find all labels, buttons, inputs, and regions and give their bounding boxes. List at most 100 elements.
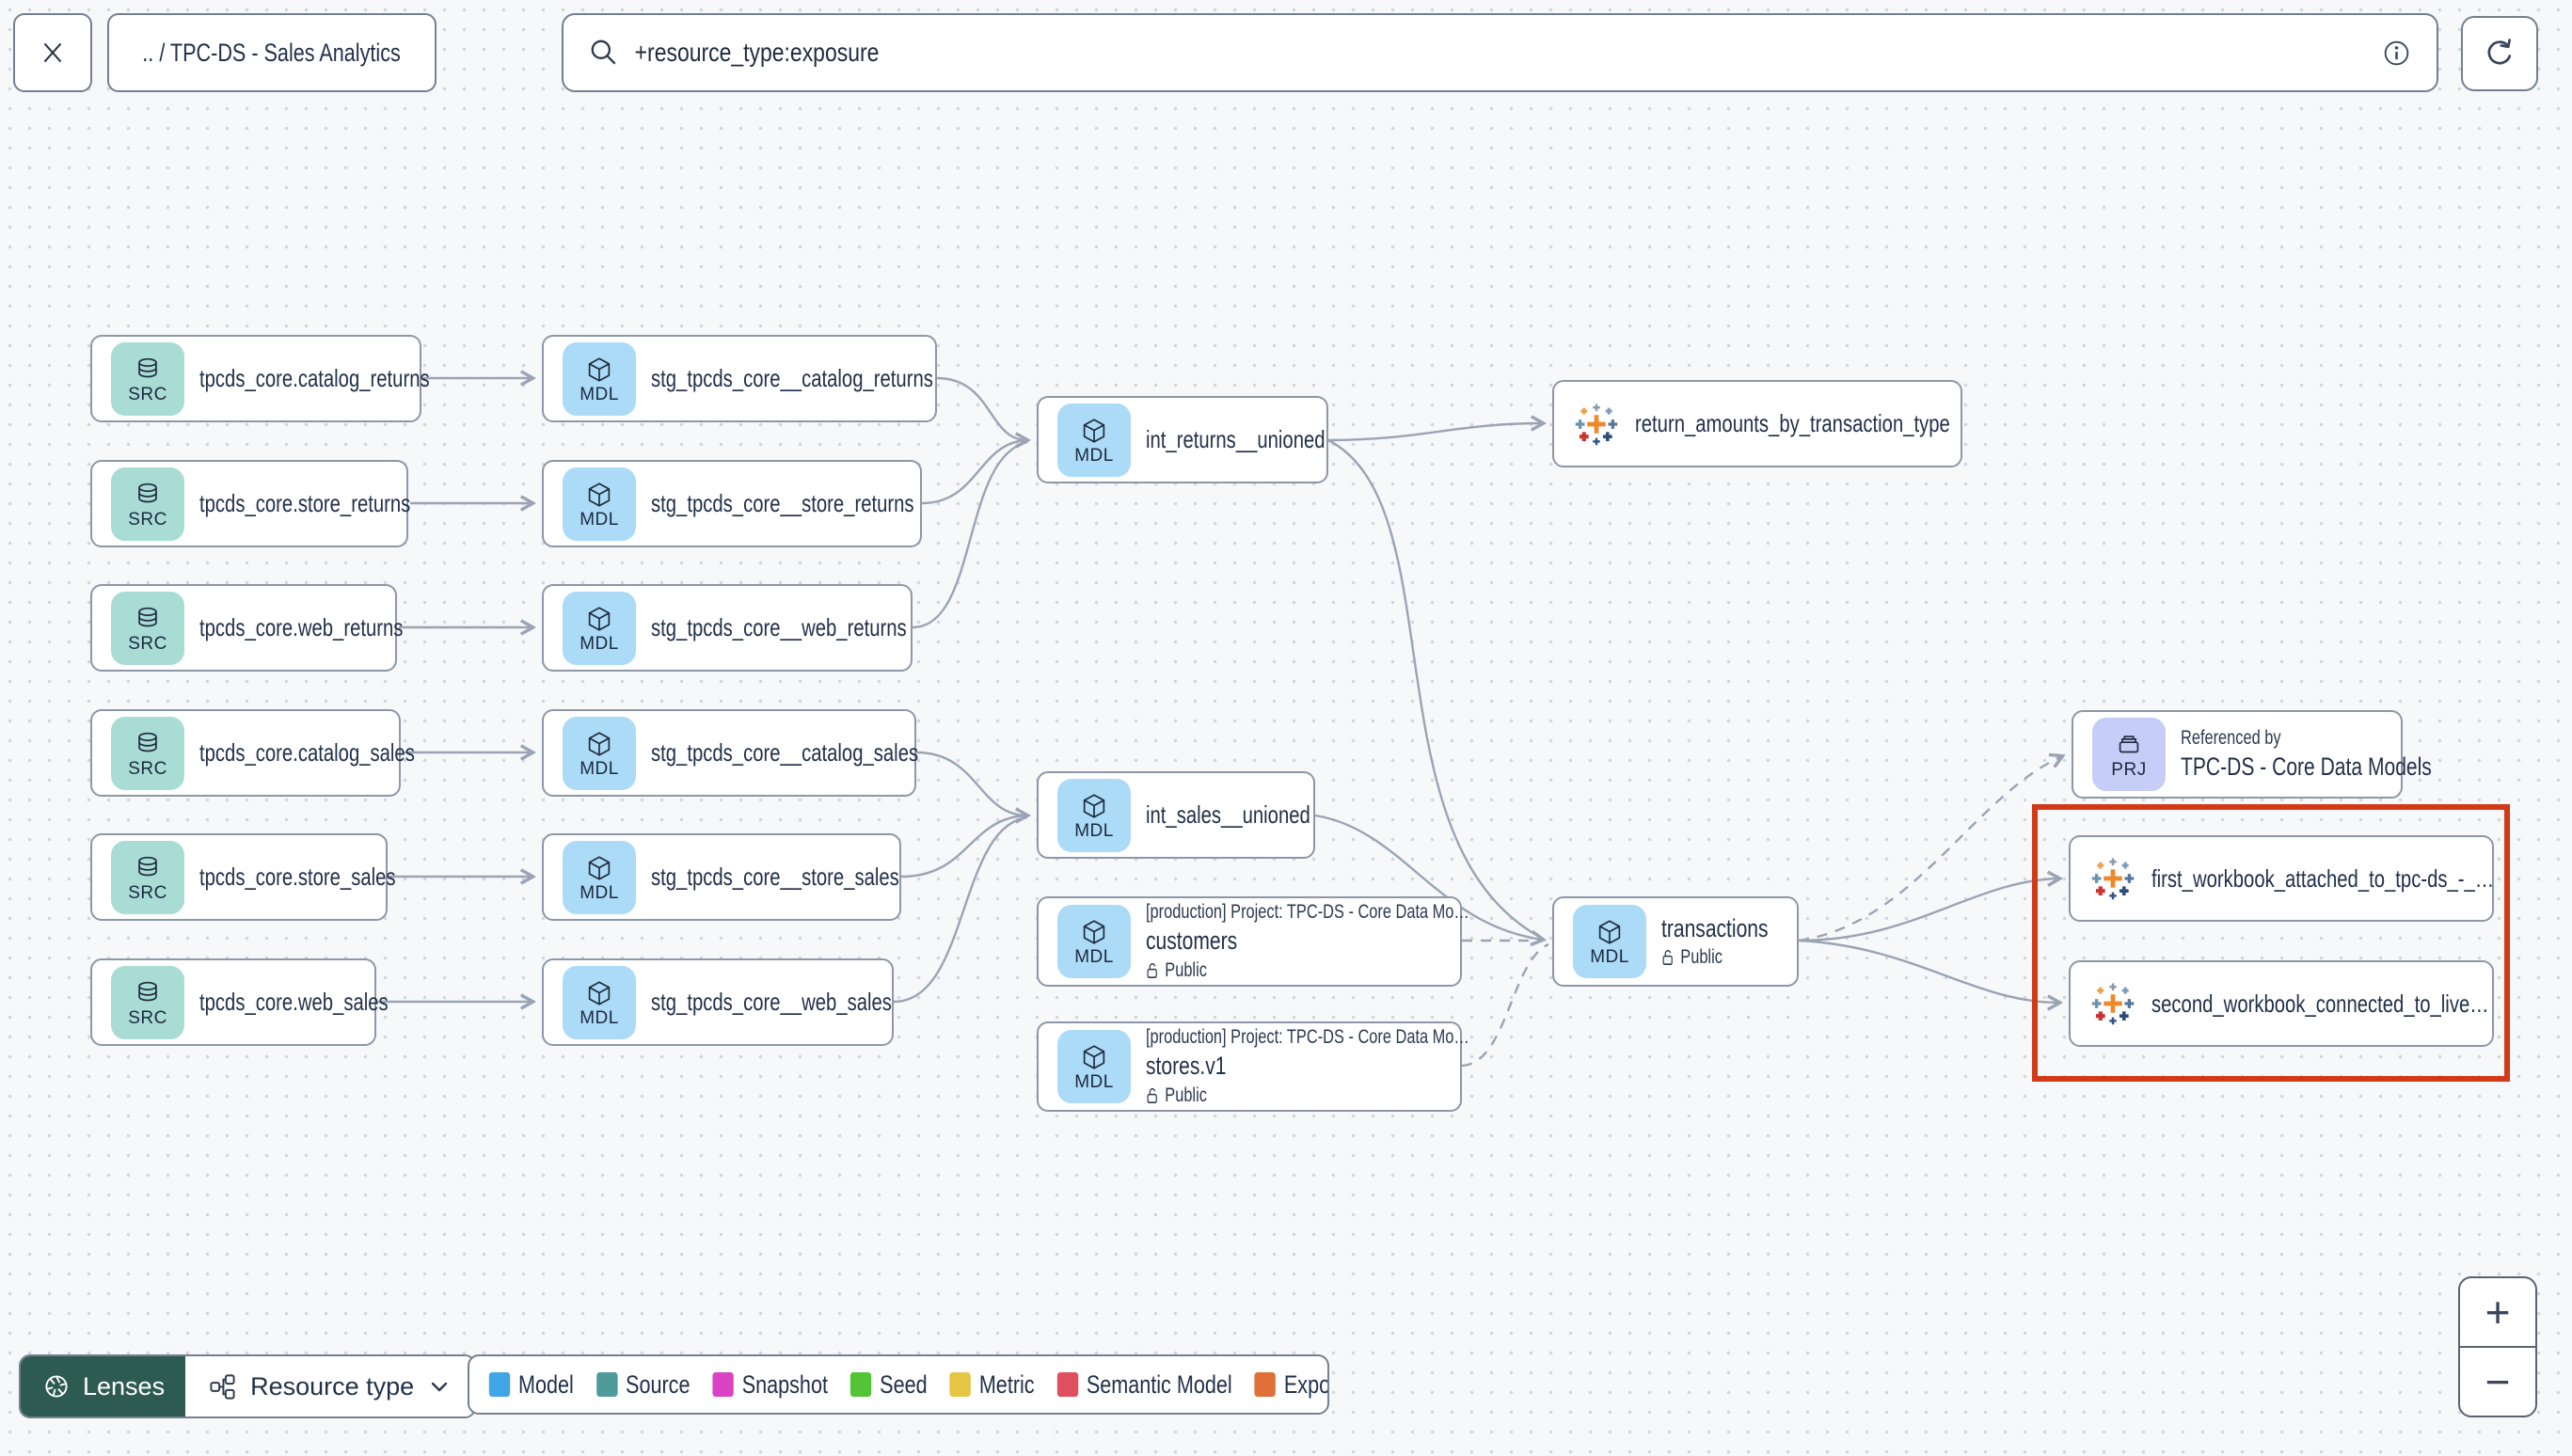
legend-item-metric: Metric [949,1370,1035,1400]
node-label: stores.v1 [1146,1052,1227,1081]
node-label: int_sales__unioned [1146,800,1310,829]
node-label: stg_tpcds_core__web_sales [651,988,892,1016]
resource-type-icon [210,1373,235,1400]
legend-item-snapshot: Snapshot [712,1370,828,1400]
node-tpcds_core-catalog_sales[interactable]: SRC tpcds_core.catalog_sales [90,709,415,797]
model-icon: MDL [1057,403,1131,477]
edge [1314,814,1543,940]
model-icon: MDL [563,965,636,1039]
model-icon: MDL [563,467,636,541]
resource-type-selector[interactable]: Resource type [185,1356,475,1416]
info-icon[interactable] [2381,38,2412,69]
legend-item-source: Source [595,1370,690,1400]
lock-open-icon [1147,1087,1157,1103]
node-int_returns__unioned[interactable]: MDL int_returns__unioned [1037,396,1328,483]
node-label: customers [1146,926,1238,956]
semantic-model-color-chip [1056,1372,1079,1397]
exposure-color-chip [1254,1372,1277,1397]
selection-highlight [2032,804,2510,1082]
node-label: tpcds_core.store_returns [199,489,411,517]
node-stg_tpcds_core__web_returns[interactable]: MDL stg_tpcds_core__web_returns [542,584,913,672]
node-stg_tpcds_core__store_returns[interactable]: MDL stg_tpcds_core__store_returns [542,460,922,547]
node-stores-v1[interactable]: MDL [production] Project: TPC-DS - Core … [1037,1021,1469,1112]
node-label: tpcds_core.catalog_returns [199,364,430,392]
source-icon: SRC [111,840,184,914]
source-icon: SRC [111,591,184,665]
tableau-icon [1575,403,1618,445]
seed-color-chip [849,1372,872,1397]
lens-aperture-icon [45,1375,68,1398]
refresh-icon [2487,39,2512,65]
node-return_amounts_by_transaction_type[interactable]: return_amounts_by_transaction_type [1552,380,1962,467]
lock-open-icon [1147,962,1157,978]
node-label: stg_tpcds_core__web_returns [651,613,907,641]
zoom-in-button[interactable]: + [2460,1278,2535,1348]
source-icon: SRC [111,965,184,1039]
access-row: Public [1661,946,1769,969]
model-icon: MDL [1573,905,1646,978]
node-stg_tpcds_core__catalog_sales[interactable]: MDL stg_tpcds_core__catalog_sales [542,709,918,797]
node-label: TPC-DS - Core Data Models [2181,752,2432,782]
search-icon [591,40,616,65]
node-label: return_amounts_by_transaction_type [1635,409,1950,437]
node-stg_tpcds_core__web_sales[interactable]: MDL stg_tpcds_core__web_sales [542,958,894,1046]
node-first_workbook[interactable]: first_workbook_attached_to_tpc-ds_-_… [2069,835,2494,922]
legend-item-exposure: Exposure [1254,1370,1327,1400]
edge [893,815,1028,1004]
node-label: transactions [1661,913,1769,942]
edge [1461,942,1549,1068]
node-label: first_workbook_attached_to_tpc-ds_-_… [2151,863,2495,893]
node-second_workbook[interactable]: second_workbook_connected_to_live… [2069,960,2494,1047]
edge [1327,423,1543,442]
node-stg_tpcds_core__store_sales[interactable]: MDL stg_tpcds_core__store_sales [542,833,901,921]
node-label: stg_tpcds_core__catalog_returns [651,364,933,392]
zoom-controls: + − [2458,1276,2537,1417]
edge [936,376,1027,440]
source-icon: SRC [111,341,184,416]
breadcrumb[interactable]: .. / TPC-DS - Sales Analytics [107,13,437,92]
edge [1798,756,2062,942]
node-label: tpcds_core.web_returns [199,613,404,641]
legend-item-semantic-model: Semantic Model [1056,1370,1232,1400]
node-label: tpcds_core.web_sales [199,988,389,1016]
zoom-out-button[interactable]: − [2485,1357,2511,1406]
tableau-icon [2091,858,2135,900]
node-transactions[interactable]: MDL transactions Public [1552,896,1799,987]
model-icon: MDL [1057,1030,1131,1103]
legend: Model Source Snapshot Seed Metric Semant… [468,1354,1329,1415]
chevron-down-icon [431,1382,448,1392]
node-tpcds_core-web_sales[interactable]: SRC tpcds_core.web_sales [90,958,389,1046]
edge [912,440,1028,629]
edge [1327,438,1544,941]
node-referenced-by-project[interactable]: PRJ Referenced by TPC-DS - Core Data Mod… [2072,710,2432,799]
node-label: int_returns__unioned [1146,425,1326,453]
node-customers[interactable]: MDL [production] Project: TPC-DS - Core … [1037,896,1469,987]
tableau-icon [2091,983,2135,1025]
access-row: Public [1146,959,1469,982]
node-tpcds_core-store_returns[interactable]: SRC tpcds_core.store_returns [90,460,411,547]
node-stg_tpcds_core__catalog_returns[interactable]: MDL stg_tpcds_core__catalog_returns [542,335,937,422]
node-label: tpcds_core.store_sales [199,863,396,891]
breadcrumb-label: .. / TPC-DS - Sales Analytics [142,38,402,67]
node-int_sales__unioned[interactable]: MDL int_sales__unioned [1037,771,1315,859]
lock-open-icon [1662,950,1673,965]
snapshot-color-chip [712,1372,734,1397]
lenses-button[interactable]: Lenses [21,1356,186,1416]
metric-color-chip [949,1372,972,1397]
model-icon: MDL [1057,778,1131,852]
source-color-chip [595,1372,618,1397]
node-context: [production] Project: TPC-DS - Core Data… [1146,901,1469,924]
search-input[interactable] [633,37,2056,69]
node-tpcds_core-web_returns[interactable]: SRC tpcds_core.web_returns [90,584,403,672]
node-tpcds_core-store_sales[interactable]: SRC tpcds_core.store_sales [90,833,396,921]
search-bar [562,13,2438,92]
node-label: second_workbook_connected_to_live… [2151,989,2489,1018]
node-label: stg_tpcds_core__store_returns [651,489,914,517]
node-tpcds_core-catalog_returns[interactable]: SRC tpcds_core.catalog_returns [90,335,430,422]
refresh-button[interactable] [2461,16,2538,91]
edge [921,438,1028,505]
filter-bar: Lenses Resource type [19,1354,477,1418]
close-button[interactable] [13,13,92,92]
